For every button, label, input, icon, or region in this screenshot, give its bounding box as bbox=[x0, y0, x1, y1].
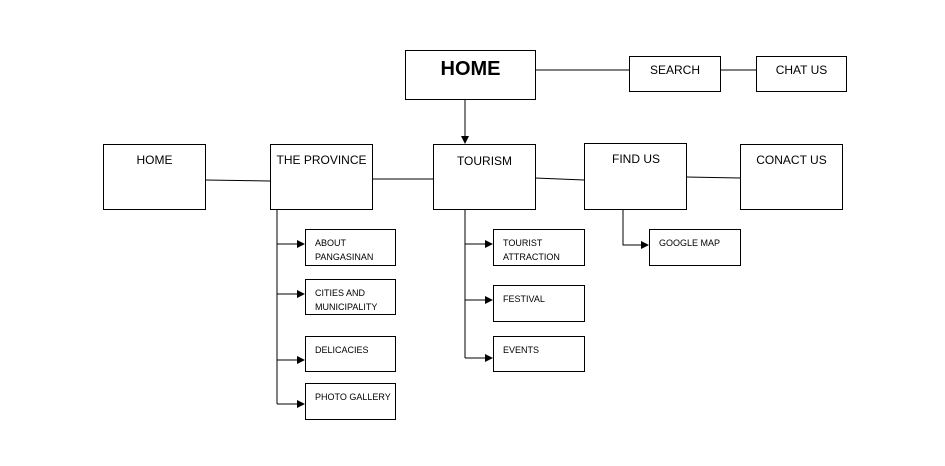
tourism-item-box[interactable]: FESTIVAL bbox=[493, 285, 585, 322]
province-item-box[interactable]: ABOUT PANGASINAN bbox=[305, 229, 396, 266]
province-item-label: ABOUT PANGASINAN bbox=[315, 238, 374, 262]
find-us-item-label: GOOGLE MAP bbox=[659, 238, 721, 248]
tourism-item-box[interactable]: EVENTS bbox=[493, 336, 585, 372]
line-tourism-findus bbox=[534, 177, 585, 181]
search-label: SEARCH bbox=[649, 63, 700, 77]
nav-contact-box[interactable]: CONACT US bbox=[740, 144, 843, 210]
nav-home-label: HOME bbox=[136, 153, 173, 167]
province-item-label: CITIES AND MUNICIPALITY bbox=[315, 288, 378, 312]
line-home-province bbox=[204, 179, 271, 182]
arrow-google-map bbox=[622, 209, 649, 249]
nav-contact-label: CONACT US bbox=[756, 153, 827, 167]
province-item-box[interactable]: PHOTO GALLERY bbox=[305, 383, 396, 420]
nav-find-us-label: FIND US bbox=[612, 152, 660, 166]
nav-find-us-box[interactable]: FIND US bbox=[584, 143, 687, 210]
province-item-label: PHOTO GALLERY bbox=[315, 392, 391, 402]
province-item-box[interactable]: CITIES AND MUNICIPALITY bbox=[305, 279, 396, 315]
nav-province-label: THE PROVINCE bbox=[276, 153, 367, 167]
home-root-box[interactable]: HOME bbox=[405, 50, 536, 100]
nav-tourism-label: TOURISM bbox=[456, 154, 513, 168]
line-findus-contact bbox=[685, 176, 741, 179]
search-box[interactable]: SEARCH bbox=[629, 56, 721, 92]
tourism-item-label: TOURIST ATTRACTION bbox=[503, 238, 560, 262]
home-root-label: HOME bbox=[440, 58, 501, 80]
tourism-item-label: EVENTS bbox=[503, 345, 540, 355]
tourism-item-box[interactable]: TOURIST ATTRACTION bbox=[493, 229, 585, 266]
chat-us-label: CHAT US bbox=[775, 63, 828, 77]
province-item-box[interactable]: DELICACIES bbox=[305, 336, 396, 372]
nav-tourism-box[interactable]: TOURISM bbox=[433, 144, 536, 210]
province-item-label: DELICACIES bbox=[315, 345, 369, 355]
find-us-item-box[interactable]: GOOGLE MAP bbox=[649, 229, 741, 266]
nav-province-box[interactable]: THE PROVINCE bbox=[270, 144, 373, 210]
nav-home-box[interactable]: HOME bbox=[103, 144, 206, 210]
tourism-item-label: FESTIVAL bbox=[503, 294, 545, 304]
chat-us-box[interactable]: CHAT US bbox=[756, 56, 847, 92]
